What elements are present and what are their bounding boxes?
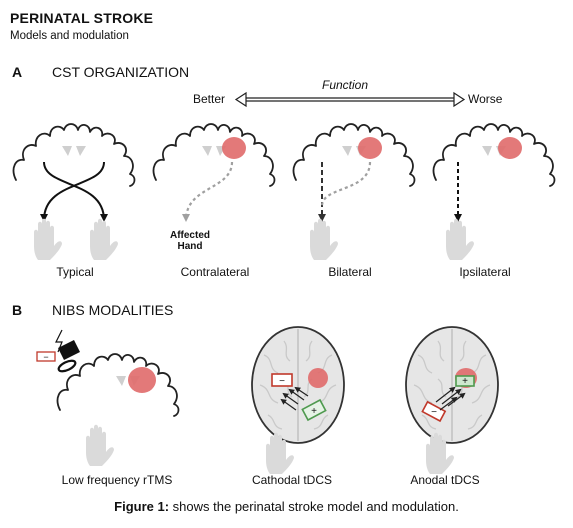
panel-label-contralateral: Contralateral — [180, 265, 250, 279]
section-a-letter: A — [12, 64, 23, 80]
panel-label-typical: Typical — [56, 265, 94, 279]
affected-hand-label: Affected Hand — [169, 230, 210, 252]
better-label: Better — [193, 92, 226, 106]
lesion — [358, 137, 382, 159]
plus-sign: + — [311, 406, 317, 417]
hand-icon — [446, 218, 474, 260]
worse-label: Worse — [468, 92, 503, 106]
function-label: Function — [322, 78, 369, 92]
hand-icon — [86, 424, 114, 466]
lesion — [498, 137, 522, 159]
cathode-tag — [36, 351, 56, 362]
hand-icon — [310, 218, 338, 260]
panel-label-cathodal: Cathodal tDCS — [251, 473, 333, 487]
cathode-electrode — [421, 400, 447, 423]
figure-subtitle: Models and modulation — [10, 30, 129, 42]
panel-label-rtms: Low frequency rTMS — [61, 473, 173, 487]
caption-prefix: Figure 1: — [114, 499, 170, 514]
cathode-electrode — [271, 373, 293, 387]
lesion — [222, 137, 246, 159]
minus-sign: − — [43, 352, 48, 362]
section-a-title: CST ORGANIZATION — [52, 64, 190, 80]
figure-title: PERINATAL STROKE — [10, 10, 154, 26]
panel-ipsilateral — [432, 123, 556, 260]
hand-icon — [34, 218, 62, 260]
panel-typical — [12, 123, 136, 260]
anode-electrode — [301, 398, 327, 422]
panel-label-ipsilateral: Ipsilateral — [459, 265, 511, 279]
section-b-letter: B — [12, 302, 23, 318]
panel-label-anodal: Anodal tDCS — [410, 473, 480, 487]
function-axis-arrow — [234, 91, 466, 108]
lesion — [128, 367, 156, 393]
section-b-title: NIBS MODALITIES — [52, 302, 174, 318]
anode-electrode — [455, 375, 475, 387]
figure-caption: Figure 1: shows the perinatal stroke mod… — [0, 499, 573, 514]
panel-label-bilateral: Bilateral — [328, 265, 372, 279]
lesion — [308, 368, 328, 388]
panel-contralateral — [152, 123, 276, 222]
tms-coil-icon — [55, 329, 80, 373]
minus-sign: − — [431, 407, 437, 418]
panel-anodal: + − — [405, 326, 499, 474]
panel-rtms: − — [36, 329, 180, 466]
panel-bilateral — [292, 123, 416, 260]
hand-icon — [90, 218, 118, 260]
panel-cathodal: − + — [251, 326, 345, 474]
minus-sign: − — [279, 376, 285, 387]
plus-sign: + — [462, 376, 468, 387]
caption-text: shows the perinatal stroke model and mod… — [169, 499, 459, 514]
